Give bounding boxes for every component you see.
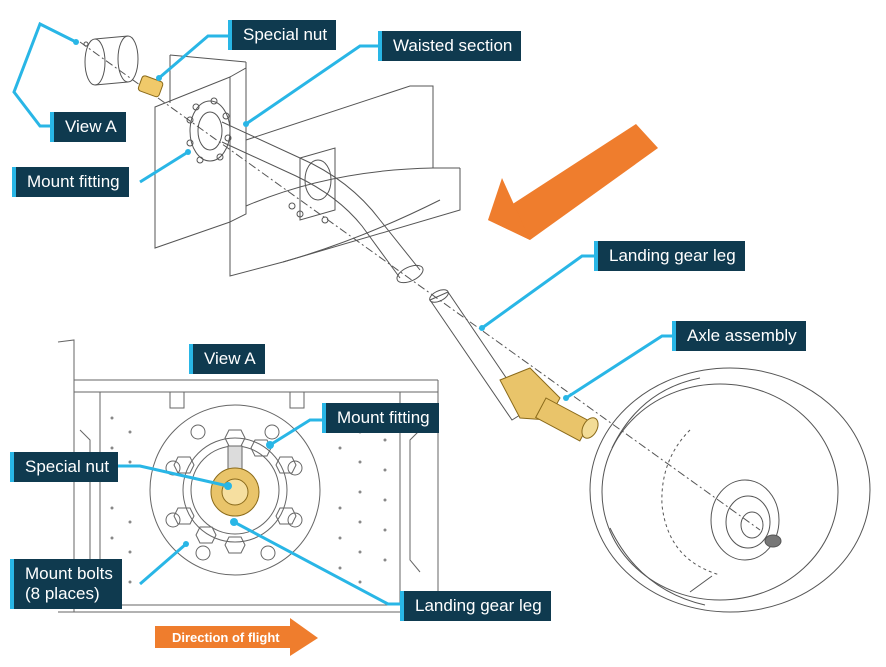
channel-back (245, 85, 434, 168)
label-special-nut-top: Special nut (228, 20, 337, 50)
label-mount-fitting-top: Mount fitting (12, 167, 129, 197)
mount-bolt-head (275, 456, 297, 474)
special-nut-part (137, 75, 164, 98)
flange-bolt (222, 112, 230, 120)
fitting-bolt (321, 216, 329, 224)
gear-tube-bottom (221, 141, 401, 279)
label-view-a-callout: View A (50, 112, 126, 142)
flange-bolt (224, 134, 232, 142)
mount-flange (189, 100, 231, 162)
wheel-tread-line (611, 377, 701, 449)
leader-special-nut-detail (118, 464, 229, 488)
label-axle-assembly: Axle assembly (672, 321, 806, 351)
frame-side-rail (409, 429, 421, 573)
fitting-plate-hole (304, 159, 332, 201)
label-view-a-title: View A (189, 344, 265, 374)
label-waisted-section: Waisted section (378, 31, 522, 61)
leader-landing-gear-leg-detail (233, 520, 402, 606)
assembly-axis (79, 41, 761, 531)
bulkhead-edge (229, 67, 247, 223)
hub-mid (725, 495, 771, 549)
fitting-hole (195, 545, 211, 561)
wheel-tread-line (609, 527, 706, 606)
leader-endpoints (73, 39, 569, 547)
leader-mount-fitting-top (139, 150, 189, 184)
detail-mount-fitting (149, 404, 321, 576)
frame-bracket (169, 392, 185, 409)
gear-tube-end (396, 264, 424, 284)
flange-bolt (186, 139, 194, 147)
frame-right-edge (437, 380, 452, 613)
mount-bolt-head (173, 507, 195, 525)
flange-bolt (186, 116, 194, 124)
channel-floor (282, 199, 441, 263)
label-mount-fitting-detail: Mount fitting (322, 403, 439, 433)
flange-bolt (196, 156, 204, 164)
fitting-bolt (288, 202, 296, 210)
flange-bolt (216, 153, 224, 161)
channel-curve (245, 167, 434, 207)
bulkhead-plate (154, 76, 231, 249)
leader-axle-assembly (565, 334, 674, 400)
cap-edge (94, 35, 129, 40)
flange-bolt (192, 103, 200, 111)
leader-view-a (12, 21, 77, 128)
lower-leg-end (429, 289, 449, 303)
cotter-pin (689, 575, 713, 593)
gear-tube-top (221, 121, 421, 271)
label-landing-gear-leg-detail: Landing gear leg (400, 591, 551, 621)
leader-mount-fitting-detail (269, 418, 322, 447)
fitting-hole (264, 424, 280, 440)
wheel-rim (601, 383, 839, 601)
direction-arrow-main (488, 124, 658, 240)
mount-bolt-head (224, 536, 246, 554)
mount-flange-inner (197, 111, 223, 151)
label-special-nut-detail: Special nut (10, 452, 119, 482)
axle-nut (764, 534, 782, 548)
leader-mount-bolts (139, 542, 187, 586)
axle-end (581, 417, 599, 439)
cap-back (117, 35, 139, 83)
direction-text-detail: Direction of flight (172, 630, 280, 645)
cap-face (84, 38, 106, 86)
flange-bolt (210, 97, 218, 105)
fitting-bolt (296, 210, 304, 218)
mount-bolt-head (173, 456, 195, 474)
mount-bolt-head (275, 507, 297, 525)
fitting-hole (190, 424, 206, 440)
wheel-outer (589, 367, 871, 613)
hub-inner (740, 511, 764, 539)
leader-landing-gear-leg (481, 254, 596, 330)
leader-waisted-section (245, 44, 380, 126)
label-landing-gear-leg: Landing gear leg (594, 241, 745, 271)
leader-special-nut-top (158, 34, 228, 80)
direction-arrow-main-head (488, 178, 530, 240)
fitting-hole (260, 545, 276, 561)
cap-edge (94, 81, 129, 86)
detail-fitting-inner (182, 437, 288, 543)
frame-bracket (289, 392, 305, 409)
hub-hidden (661, 429, 721, 576)
direction-arrow-detail (155, 618, 318, 656)
mount-bolt-head (195, 526, 217, 544)
fitting-hole (287, 460, 303, 476)
fitting-plate (299, 147, 336, 221)
hub-outer (710, 479, 780, 561)
fitting-hole (165, 512, 181, 528)
label-mount-bolts: Mount bolts (8 places) (10, 559, 122, 609)
mount-bolt-head (250, 439, 272, 457)
